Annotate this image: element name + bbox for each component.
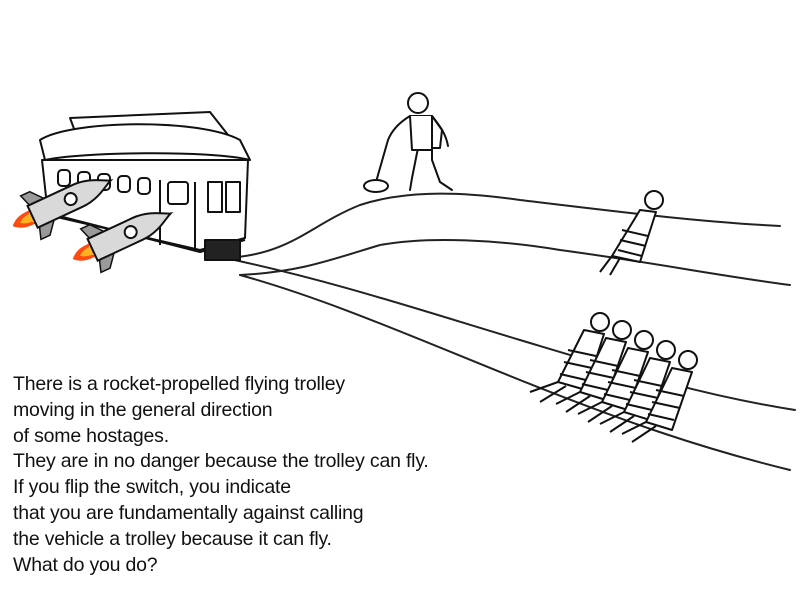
caption-line: of some hostages. (13, 424, 169, 447)
caption-line: They are in no danger because the trolle… (13, 450, 429, 473)
caption-line: moving in the general direction (13, 398, 273, 421)
caption-line: the vehicle a trolley because it can fly… (13, 527, 332, 550)
hostage-group (529, 312, 698, 443)
rocket-icon (12, 179, 114, 241)
single-hostage (599, 190, 664, 276)
upper-track-rail-bottom (239, 239, 791, 286)
lower-track-rail-top (224, 257, 796, 411)
caption-line: What do you do? (13, 553, 158, 576)
hostage (555, 320, 632, 413)
caption-line: that you are fundamentally against calli… (13, 501, 364, 524)
tracks (224, 192, 796, 471)
upper-track-rail-top (224, 192, 781, 259)
caption-text: There is a rocket-propelled flying troll… (13, 372, 429, 578)
hostage (599, 340, 676, 433)
lever-icon (363, 139, 389, 193)
person-icon (387, 92, 453, 191)
caption-line: If you flip the switch, you indicate (13, 476, 291, 499)
lower-track-rail-bottom (239, 274, 791, 471)
hostage (621, 350, 698, 443)
caption-line: There is a rocket-propelled flying troll… (13, 373, 345, 395)
rocket-icon (72, 212, 174, 274)
